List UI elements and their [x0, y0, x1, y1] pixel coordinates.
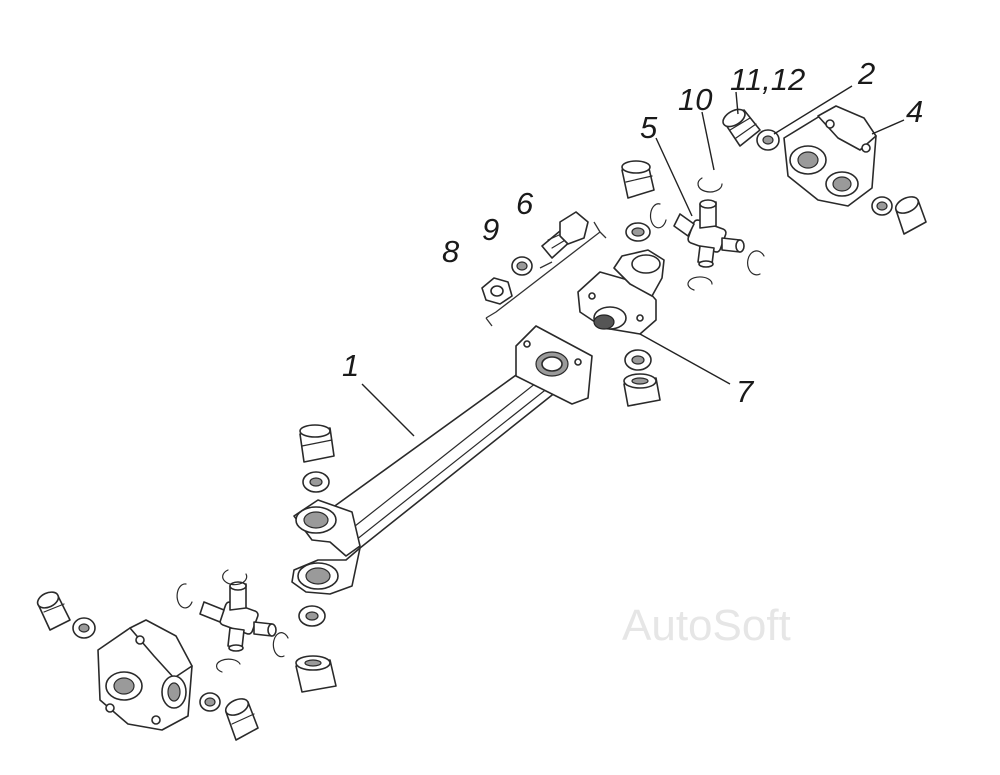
leader-11-12 [735, 91, 739, 115]
bearing-cup-lower-left [36, 591, 71, 631]
leader-10 [701, 111, 715, 171]
seal-lower-left [72, 617, 96, 639]
spider-lower [199, 581, 277, 652]
callout-11-12: 11,12 [730, 62, 805, 97]
snap-ring-upper-c [747, 250, 765, 276]
seal-upper-right [871, 196, 893, 216]
bolt-6 [541, 211, 589, 259]
callout-5: 5 [640, 110, 658, 145]
callout-1: 1 [342, 348, 359, 383]
bearing-cup-mid-left [299, 424, 335, 463]
snap-ring-lower-b [176, 583, 193, 609]
nut-8 [481, 277, 513, 305]
seal-2 [756, 129, 780, 151]
callout-10: 10 [678, 82, 712, 117]
callout-9: 9 [482, 212, 499, 247]
yoke-flange-upper [577, 249, 665, 335]
flange-yoke-lower [97, 619, 193, 731]
spider-upper [673, 199, 745, 268]
snap-ring-lower-a [222, 569, 248, 586]
bearing-cup-lower-bottom [224, 698, 259, 741]
seal-upper-left [625, 222, 651, 242]
callout-2: 2 [857, 56, 875, 91]
snap-ring-lower-d [215, 658, 241, 673]
snap-ring-lower-c [272, 632, 289, 658]
seal-lower-mid [298, 605, 326, 627]
seal-upper-lower [624, 349, 652, 371]
leader-2 [773, 85, 853, 135]
leader-4 [871, 119, 905, 135]
snap-ring-upper-b [649, 203, 667, 229]
bearing-11-12 [722, 108, 761, 147]
callout-6: 6 [516, 186, 534, 221]
leader-7 [639, 333, 731, 385]
bracket-tick [539, 261, 553, 269]
watermark-text: AutoSoft [622, 601, 791, 650]
bearing-cup-upper-right [894, 196, 927, 235]
callout-4: 4 [906, 94, 923, 129]
shaft-tube [291, 325, 593, 595]
seal-mid-left [302, 471, 330, 493]
callout-7: 7 [736, 374, 755, 409]
bearing-cup-upper-left [621, 160, 655, 199]
flange-yoke-upper [783, 105, 877, 207]
seal-lower-bottom [199, 692, 221, 712]
callout-8: 8 [442, 234, 460, 269]
bearing-cup-upper-lower [623, 373, 661, 407]
snap-ring-upper-d [687, 276, 713, 291]
snap-ring-upper-a [697, 177, 723, 193]
bracket-fasteners [485, 221, 607, 327]
bearing-cup-lower-mid [295, 655, 337, 693]
washer-9 [511, 256, 533, 276]
leader-1 [361, 383, 415, 437]
leader-5 [655, 137, 693, 217]
